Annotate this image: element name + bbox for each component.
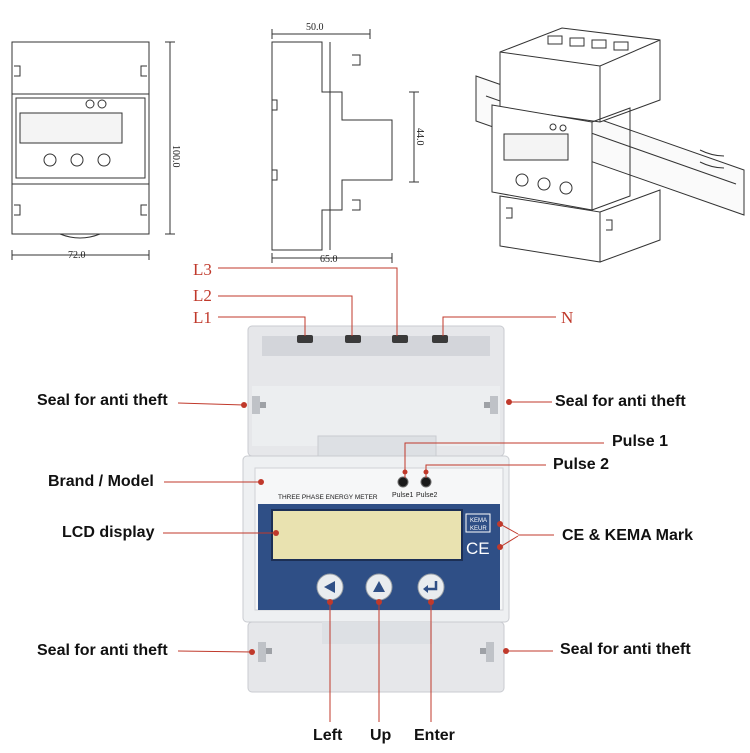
dim-side-height: 44.0 xyxy=(414,128,425,146)
seal-bottom-left-label: Seal for anti theft xyxy=(37,642,168,659)
pulse2-label: Pulse 2 xyxy=(553,456,610,473)
pulse1-small-label: Pulse1 xyxy=(392,492,414,499)
front-outline-drawing xyxy=(11,41,175,260)
panel-title: THREE PHASE ENERGY METER xyxy=(278,494,378,501)
brand-model-label: Brand / Model xyxy=(48,473,154,490)
kema-mark xyxy=(465,513,491,533)
seal-top-right-label: Seal for anti theft xyxy=(555,393,686,410)
left-arrow-icon xyxy=(324,581,335,593)
seal-clip-top-right xyxy=(484,396,498,414)
pulse1-led xyxy=(397,476,409,488)
up-arrow-icon xyxy=(373,581,385,592)
ce-kema-label: CE & KEMA Mark xyxy=(562,527,693,544)
isometric-drawing xyxy=(475,27,745,263)
callout-lines xyxy=(163,267,604,722)
terminal-l3-label: L3 xyxy=(193,260,212,279)
enter-button[interactable] xyxy=(417,573,445,601)
callout-dots xyxy=(241,399,512,655)
terminal-l1-label: L1 xyxy=(193,308,212,327)
up-button[interactable] xyxy=(365,573,393,601)
terminal-screws xyxy=(297,335,448,343)
pulse2-led xyxy=(420,476,432,488)
dim-front-height: 100.0 xyxy=(170,145,181,168)
left-button[interactable] xyxy=(316,573,344,601)
seal-clip-top-left xyxy=(252,396,266,414)
seal-top-left-label: Seal for anti theft xyxy=(37,392,168,409)
dim-side-top: 50.0 xyxy=(306,22,324,33)
enter-arrow-icon xyxy=(427,581,438,591)
kema-bottom-text: KEUR xyxy=(470,526,487,532)
terminal-l2-label: L2 xyxy=(193,286,212,305)
seal-clip-bottom-left xyxy=(258,642,272,662)
left-label: Left xyxy=(313,727,343,744)
up-label: Up xyxy=(370,727,392,744)
dim-front-width: 72.0 xyxy=(68,250,86,261)
lcd-display-label: LCD display xyxy=(62,524,155,541)
lcd-screen xyxy=(271,509,463,561)
ce-mark: CE xyxy=(466,539,490,558)
side-outline-drawing xyxy=(271,29,419,263)
dim-side-bottom: 65.0 xyxy=(320,254,338,265)
terminal-n-label: N xyxy=(561,308,574,327)
pulse1-label: Pulse 1 xyxy=(612,433,669,450)
pulse2-small-label: Pulse2 xyxy=(416,492,438,499)
enter-label: Enter xyxy=(414,727,455,744)
seal-bottom-right-label: Seal for anti theft xyxy=(560,641,691,658)
kema-top-text: KEMA xyxy=(470,518,487,524)
seal-clip-bottom-right xyxy=(480,642,494,662)
